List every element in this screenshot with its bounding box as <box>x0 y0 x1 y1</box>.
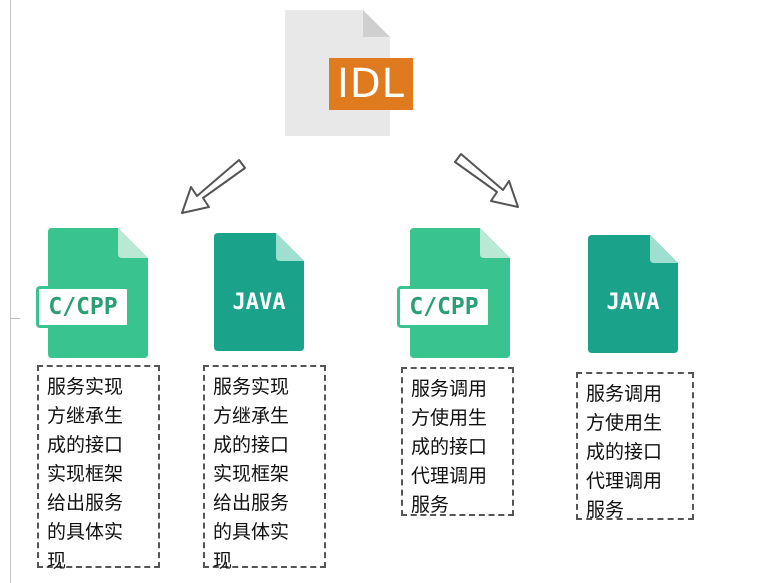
java-client-description: 服务调用 方使用生 成的接口 代理调用 服务 <box>576 372 694 521</box>
java-server-description: 服务实现 方继承生 成的接口 实现框架 给出服务 的具体实 现 <box>203 365 326 572</box>
java-file-label: JAVA <box>214 285 304 319</box>
idl-label-badge: IDL <box>329 58 413 110</box>
cpp-file-label-2: C/CPP <box>397 286 491 328</box>
left-margin-tick <box>10 318 20 319</box>
arrow-down-left-icon <box>178 158 248 216</box>
cpp-label-text: C/CPP <box>48 294 118 320</box>
arrow-down-right-icon <box>452 152 522 210</box>
java-file-icon <box>214 233 304 351</box>
cpp-server-description: 服务实现 方继承生 成的接口 实现框架 给出服务 的具体实 现 <box>37 365 160 572</box>
java-label-text: JAVA <box>232 289 286 315</box>
left-margin-line <box>10 0 11 583</box>
cpp-client-description: 服务调用 方使用生 成的接口 代理调用 服务 <box>401 367 514 516</box>
java-file-icon-2 <box>588 235 678 353</box>
idl-label: IDL <box>337 61 405 107</box>
cpp-label-text-2: C/CPP <box>409 294 479 320</box>
java-file-label-2: JAVA <box>588 285 678 319</box>
cpp-file-label: C/CPP <box>36 286 130 328</box>
java-label-text-2: JAVA <box>606 289 660 315</box>
